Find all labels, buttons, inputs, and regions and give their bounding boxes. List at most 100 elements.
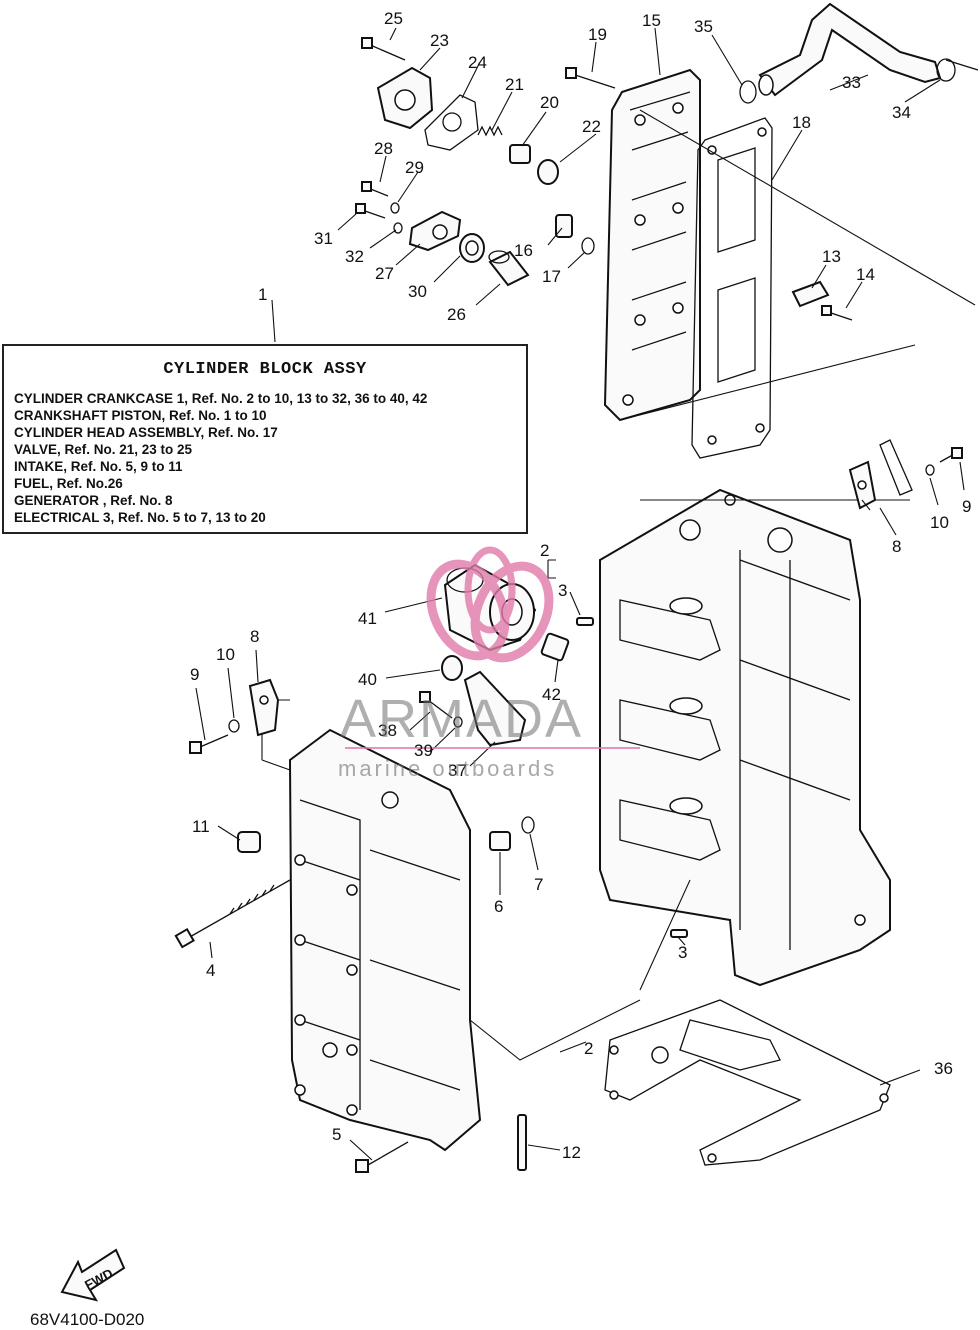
callout-11: 11 bbox=[192, 817, 210, 836]
callout-21: 21 bbox=[505, 75, 524, 94]
callout-33: 33 bbox=[842, 73, 861, 92]
cover-27 bbox=[408, 210, 462, 252]
callout-35: 35 bbox=[694, 17, 713, 36]
watermark-brand: ARMADA bbox=[340, 689, 584, 749]
callout-15: 15 bbox=[642, 11, 661, 30]
sleeve-26 bbox=[488, 250, 530, 287]
legend-line: ELECTRICAL 3, Ref. No. 5 to 7, 13 to 20 bbox=[14, 510, 266, 525]
callout-2-lower: 2 bbox=[584, 1039, 593, 1058]
seal-30 bbox=[459, 233, 485, 263]
callout-9-right: 9 bbox=[962, 497, 971, 516]
bracket-8-right bbox=[848, 460, 877, 510]
legend-lines: CYLINDER CRANKCASE 1, Ref. No. 2 to 10, … bbox=[14, 390, 427, 526]
callout-1: 1 bbox=[258, 285, 267, 304]
head-cover-gasket bbox=[691, 117, 773, 459]
callout-28: 28 bbox=[374, 139, 393, 158]
callout-8-right: 8 bbox=[892, 537, 901, 556]
callout-20: 20 bbox=[540, 93, 559, 112]
bolt-9-left bbox=[189, 734, 229, 754]
callout-26: 26 bbox=[447, 305, 466, 324]
callout-12: 12 bbox=[562, 1143, 581, 1162]
plug-11 bbox=[237, 831, 261, 853]
long-bolt-4 bbox=[174, 879, 291, 949]
callout-38: 38 bbox=[378, 721, 397, 740]
grommet bbox=[537, 159, 559, 185]
callout-3-lower: 3 bbox=[678, 943, 687, 962]
callout-5: 5 bbox=[332, 1125, 341, 1144]
legend-title: CYLINDER BLOCK ASSY bbox=[163, 360, 367, 379]
callout-34: 34 bbox=[892, 103, 911, 122]
callout-22: 22 bbox=[582, 117, 601, 136]
bracket-37 bbox=[463, 670, 527, 747]
washer-29 bbox=[390, 202, 400, 214]
legend-line: FUEL, Ref. No.26 bbox=[14, 476, 123, 491]
washer-32 bbox=[393, 222, 403, 234]
callout-9-left: 9 bbox=[190, 665, 199, 684]
callout-23: 23 bbox=[430, 31, 449, 50]
bolt-28 bbox=[361, 181, 389, 197]
washer-7 bbox=[521, 816, 535, 834]
thermostat bbox=[509, 144, 531, 164]
callout-24: 24 bbox=[468, 53, 487, 72]
crankcase bbox=[288, 728, 482, 1152]
bolt-9-right bbox=[939, 447, 963, 463]
callout-30: 30 bbox=[408, 282, 427, 301]
callout-8-left: 8 bbox=[250, 627, 259, 646]
legend-line: CRANKSHAFT PISTON, Ref. No. 1 to 10 bbox=[14, 408, 267, 423]
callout-39: 39 bbox=[414, 741, 433, 760]
callout-41: 41 bbox=[358, 609, 377, 628]
watermark-logo-icon bbox=[345, 546, 640, 749]
exhaust-gasket bbox=[604, 999, 891, 1166]
callout-37: 37 bbox=[448, 761, 467, 780]
hose-clamp bbox=[936, 58, 979, 82]
dowel-3-lower bbox=[670, 929, 688, 938]
fitting-42 bbox=[540, 632, 570, 662]
fwd-arrow-icon: FWD bbox=[60, 1248, 126, 1302]
callout-27: 27 bbox=[375, 264, 394, 283]
watermark-tagline: marine outboards bbox=[338, 756, 558, 781]
thermostat-cover bbox=[376, 66, 434, 130]
legend-line: VALVE, Ref. No. 21, 23 to 25 bbox=[14, 442, 193, 457]
callout-10-left: 10 bbox=[216, 645, 235, 664]
callout-16: 16 bbox=[514, 241, 533, 260]
bolt-6 bbox=[489, 831, 511, 851]
valve-spring bbox=[477, 125, 503, 137]
callout-6: 6 bbox=[494, 897, 503, 916]
bracket-8-left bbox=[248, 678, 280, 737]
callout-14: 14 bbox=[856, 265, 875, 284]
plug-16 bbox=[555, 214, 573, 238]
cylinder-head bbox=[603, 68, 701, 422]
cylinder-block bbox=[599, 488, 891, 987]
callout-13: 13 bbox=[822, 247, 841, 266]
callout-2-upper: 2 bbox=[540, 541, 549, 560]
legend-line: CYLINDER HEAD ASSEMBLY, Ref. No. 17 bbox=[14, 425, 278, 440]
bolt-19 bbox=[565, 67, 616, 89]
callout-18: 18 bbox=[792, 113, 811, 132]
callout-29: 29 bbox=[405, 158, 424, 177]
callout-17: 17 bbox=[542, 267, 561, 286]
leader-lines bbox=[195, 27, 965, 1161]
callout-42: 42 bbox=[542, 685, 561, 704]
legend-box: CYLINDER BLOCK ASSY CYLINDER CRANKCASE 1… bbox=[2, 344, 528, 534]
bolt-25 bbox=[361, 37, 406, 61]
callout-10-right: 10 bbox=[930, 513, 949, 532]
dowel-3-upper bbox=[576, 617, 594, 626]
diagram-code: 68V4100-D020 bbox=[30, 1310, 145, 1329]
dowel-12 bbox=[517, 1114, 527, 1171]
legend-line: CYLINDER CRANKCASE 1, Ref. No. 2 to 10, … bbox=[14, 391, 428, 406]
callout-19: 19 bbox=[588, 25, 607, 44]
o-ring-17 bbox=[581, 237, 595, 255]
sensor-bracket-13 bbox=[791, 280, 830, 308]
bolt-38 bbox=[419, 691, 453, 719]
link-10-right bbox=[879, 439, 935, 496]
bolt-14 bbox=[821, 305, 853, 321]
callout-31: 31 bbox=[314, 229, 333, 248]
callout-32: 32 bbox=[345, 247, 364, 266]
washer-10-left bbox=[228, 719, 240, 733]
callout-40: 40 bbox=[358, 670, 377, 689]
fitting-40 bbox=[441, 655, 463, 681]
bolt-5 bbox=[355, 1141, 409, 1173]
callout-7: 7 bbox=[534, 875, 543, 894]
callout-36: 36 bbox=[934, 1059, 953, 1078]
